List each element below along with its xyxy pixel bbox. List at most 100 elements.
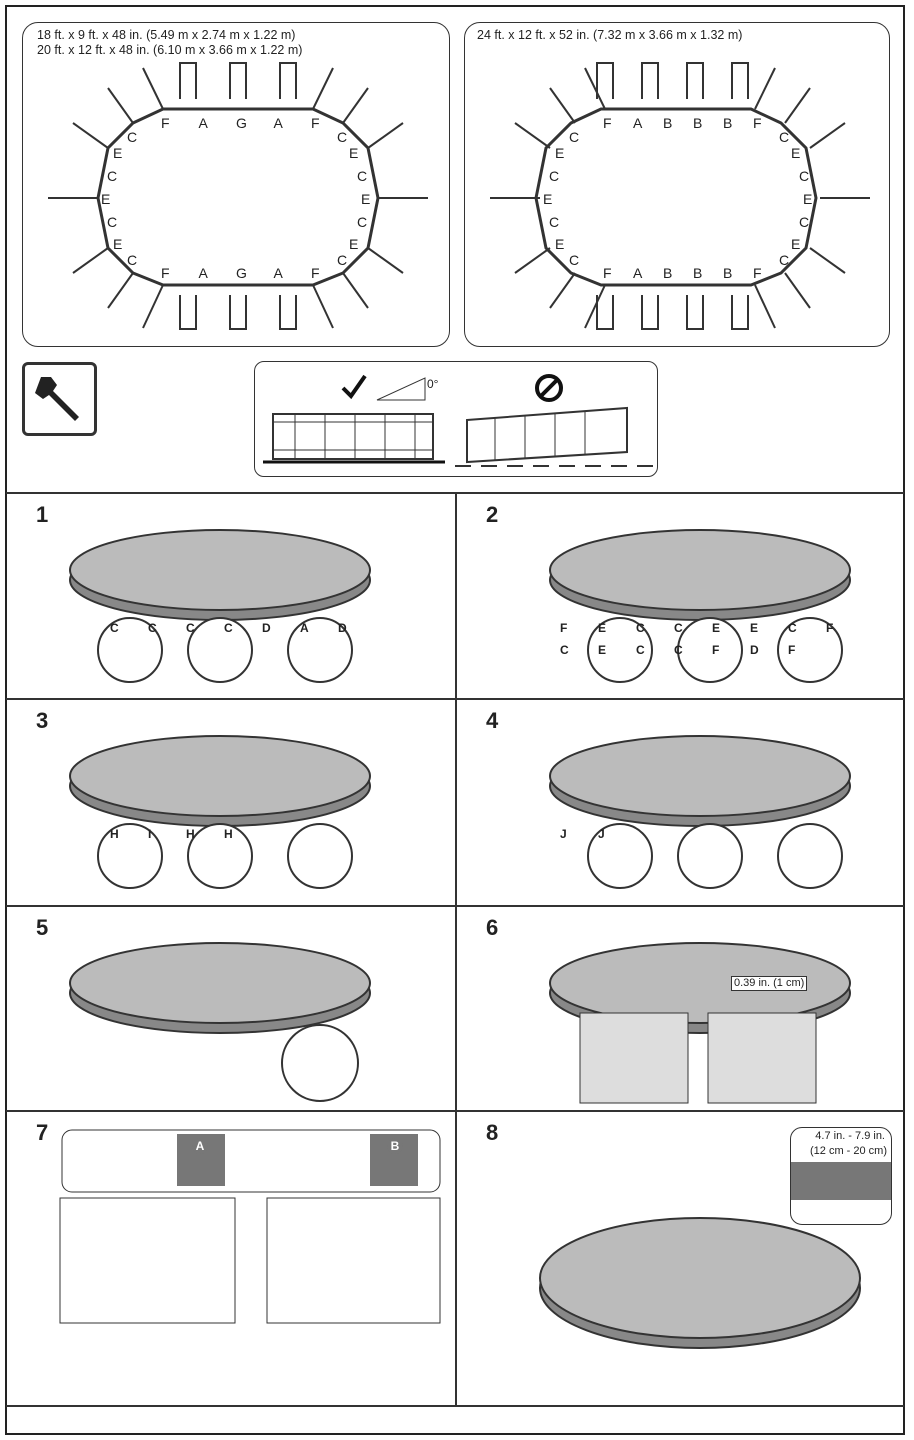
frame-part-label: C	[549, 214, 560, 230]
check-icon	[341, 374, 367, 400]
part-label: J	[560, 827, 567, 841]
part-label: C	[110, 621, 119, 635]
frame-part-label: E	[555, 236, 565, 252]
part-label: C	[186, 621, 195, 635]
frame-part-label: F	[603, 115, 612, 131]
layout-diagram-large: 24 ft. x 12 ft. x 52 in. (7.32 m x 3.66 …	[464, 22, 890, 347]
part-label: F	[826, 621, 834, 635]
oval-frame-svg	[48, 62, 428, 330]
part-label: F	[788, 643, 796, 657]
frame-part-label: E	[113, 236, 123, 252]
water-level-in: 4.7 in. - 7.9 in.	[815, 1130, 885, 1142]
step-8-illustration	[539, 1217, 861, 1349]
frame-part-label: A	[273, 265, 283, 281]
part-label: F	[560, 621, 568, 635]
step-4-illustration	[549, 735, 851, 889]
frame-part-label: B	[663, 265, 673, 281]
fitting-a-label: A	[192, 1138, 208, 1154]
frame-part-label: B	[723, 115, 733, 131]
part-label: C	[148, 621, 157, 635]
frame-part-label: C	[337, 252, 348, 268]
water-level-cm: (12 cm - 20 cm)	[809, 1145, 887, 1157]
part-label: D	[338, 621, 347, 635]
step-number: 6	[486, 915, 499, 940]
step-3-illustration	[69, 735, 371, 889]
frame-part-label: A	[273, 115, 283, 131]
part-label: D	[262, 621, 271, 635]
frame-part-label: E	[791, 145, 801, 161]
part-label: D	[750, 643, 759, 657]
part-label: H	[224, 827, 233, 841]
step-number: 1	[36, 502, 49, 527]
size-label: 20 ft. x 12 ft. x 48 in. (6.10 m x 3.66 …	[37, 43, 303, 57]
part-label: E	[598, 643, 607, 657]
part-label: H	[110, 827, 119, 841]
part-label: C	[636, 643, 645, 657]
step-number: 8	[486, 1120, 499, 1145]
frame-part-label: F	[161, 265, 170, 281]
layout-diagram-small: 18 ft. x 9 ft. x 48 in. (5.49 m x 2.74 m…	[22, 22, 450, 347]
prohibited-icon	[535, 374, 563, 402]
water-level-callout: 4.7 in. - 7.9 in. (12 cm - 20 cm)	[790, 1127, 892, 1225]
step-number: 5	[36, 915, 49, 940]
frame-part-label: F	[603, 265, 612, 281]
frame-part-label: E	[803, 191, 813, 207]
frame-part-label: E	[349, 236, 359, 252]
oval-frame-svg	[490, 62, 870, 330]
frame-part-label: E	[791, 236, 801, 252]
frame-part-label: C	[799, 214, 810, 230]
frame-part-label: F	[311, 265, 320, 281]
frame-part-label: E	[543, 191, 553, 207]
frame-part-label: C	[357, 168, 368, 184]
frame-part-label: G	[236, 265, 247, 281]
part-label: E	[712, 621, 721, 635]
frame-part-label: E	[361, 191, 371, 207]
step-number: 7	[36, 1120, 49, 1145]
frame-part-label: E	[555, 145, 565, 161]
frame-part-label: B	[663, 115, 673, 131]
part-label: E	[750, 621, 759, 635]
frame-part-label: A	[198, 115, 208, 131]
frame-part-label: C	[107, 168, 118, 184]
step-number: 3	[36, 708, 49, 733]
step-6-illustration	[549, 942, 851, 1104]
part-label: C	[788, 621, 797, 635]
part-label: A	[300, 621, 309, 635]
part-label: I	[148, 827, 152, 841]
frame-part-label: B	[693, 115, 703, 131]
part-label: F	[712, 643, 720, 657]
frame-part-label: E	[101, 191, 111, 207]
frame-part-label: E	[349, 145, 359, 161]
divider	[455, 492, 457, 1406]
part-label: E	[598, 621, 607, 635]
frame-part-label: C	[569, 252, 580, 268]
frame-part-label: A	[633, 115, 643, 131]
part-label: C	[636, 621, 645, 635]
frame-part-label: C	[779, 129, 790, 145]
part-label: J	[598, 827, 605, 841]
size-label: 18 ft. x 9 ft. x 48 in. (5.49 m x 2.74 m…	[37, 28, 296, 42]
frame-part-label: C	[337, 129, 348, 145]
frame-part-label: F	[161, 115, 170, 131]
frame-part-label: G	[236, 115, 247, 131]
frame-part-label: C	[799, 168, 810, 184]
page-frame	[5, 5, 905, 1435]
frame-part-label: F	[753, 265, 762, 281]
frame-part-label: F	[753, 115, 762, 131]
frame-part-label: E	[113, 145, 123, 161]
part-label: C	[674, 621, 683, 635]
frame-part-label: C	[107, 214, 118, 230]
frame-part-label: A	[633, 265, 643, 281]
step-2-illustration	[549, 529, 851, 683]
part-label: C	[560, 643, 569, 657]
step-7-illustration	[59, 1129, 441, 1324]
part-label: H	[186, 827, 195, 841]
frame-part-label: B	[693, 265, 703, 281]
size-label: 24 ft. x 12 ft. x 52 in. (7.32 m x 3.66 …	[477, 28, 743, 42]
frame-part-label: C	[357, 214, 368, 230]
frame-part-label: C	[779, 252, 790, 268]
step-1-illustration	[69, 529, 371, 683]
frame-part-label: C	[127, 129, 138, 145]
depth-label: 0.39 in. (1 cm)	[731, 976, 808, 991]
